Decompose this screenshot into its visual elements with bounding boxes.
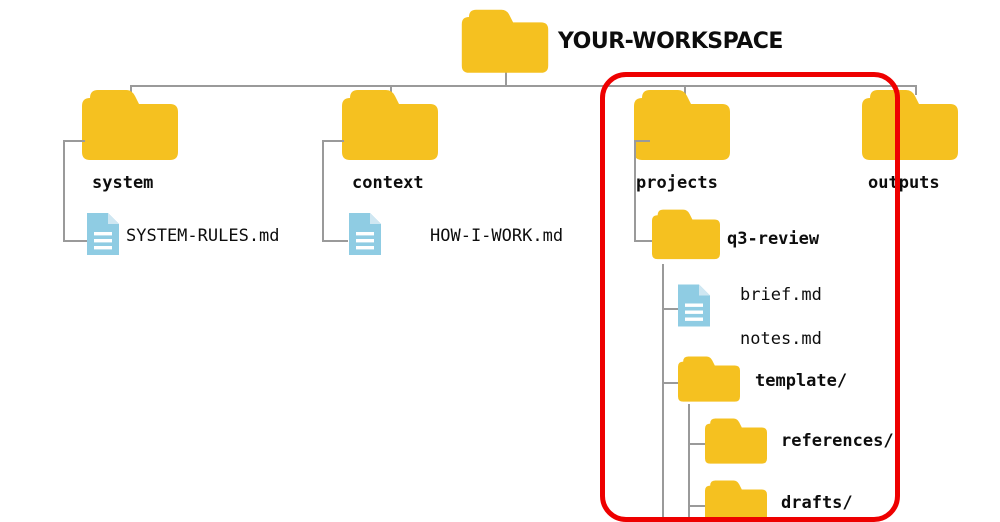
label-notes-md: notes.md <box>740 329 822 349</box>
label-template: template/ <box>755 371 848 391</box>
folder-icon-context[interactable] <box>342 88 438 168</box>
connector-projects-spine <box>634 140 636 240</box>
connector-top-bus <box>130 85 916 87</box>
folder-icon-root[interactable] <box>458 8 552 80</box>
connector-projects-to-q3 <box>634 240 656 242</box>
label-context: context <box>352 173 424 193</box>
connector-system-to-file <box>63 240 87 242</box>
label-projects: projects <box>636 173 718 193</box>
connector-q3-to-brief <box>662 308 684 310</box>
connector-context-spine <box>322 140 324 240</box>
page-title: YOUR-WORKSPACE <box>558 29 783 54</box>
file-icon-how-i-work[interactable] <box>349 213 381 255</box>
label-drafts: drafts/ <box>781 493 853 513</box>
label-system: system <box>92 173 154 193</box>
label-q3-review: q3-review <box>727 229 820 249</box>
label-how-i-work: HOW-I-WORK.md <box>430 226 564 246</box>
connector-q3-spine <box>662 264 664 522</box>
connector-system-child-stub <box>63 140 85 142</box>
connector-template-spine <box>688 404 690 522</box>
folder-icon-template[interactable] <box>678 355 740 407</box>
connector-projects-child-stub <box>634 140 650 142</box>
label-outputs: outputs <box>868 173 940 193</box>
label-references: references/ <box>781 431 894 451</box>
folder-icon-references[interactable] <box>705 417 767 469</box>
connector-stem-context <box>390 85 392 95</box>
connector-context-to-file <box>322 240 348 242</box>
connector-context-child-stub <box>322 140 344 142</box>
connector-stem-system <box>130 85 132 95</box>
label-brief-md: brief.md <box>740 285 822 305</box>
connector-root-stem <box>505 72 507 86</box>
connector-q3-to-template <box>662 382 684 384</box>
connector-stem-outputs <box>915 85 917 95</box>
folder-icon-projects[interactable] <box>634 88 730 168</box>
file-icon-system-rules[interactable] <box>87 213 119 255</box>
connector-template-to-references <box>688 443 710 445</box>
folder-icon-outputs[interactable] <box>862 88 958 168</box>
connector-system-spine <box>63 140 65 240</box>
folder-icon-system[interactable] <box>82 88 178 168</box>
connector-stem-projects <box>684 85 686 95</box>
folder-icon-drafts[interactable] <box>705 479 767 522</box>
connector-template-to-drafts <box>688 505 710 507</box>
file-icon-brief[interactable] <box>678 283 710 328</box>
folder-icon-q3-review[interactable] <box>652 208 720 265</box>
label-system-rules: SYSTEM-RULES.md <box>126 226 280 246</box>
